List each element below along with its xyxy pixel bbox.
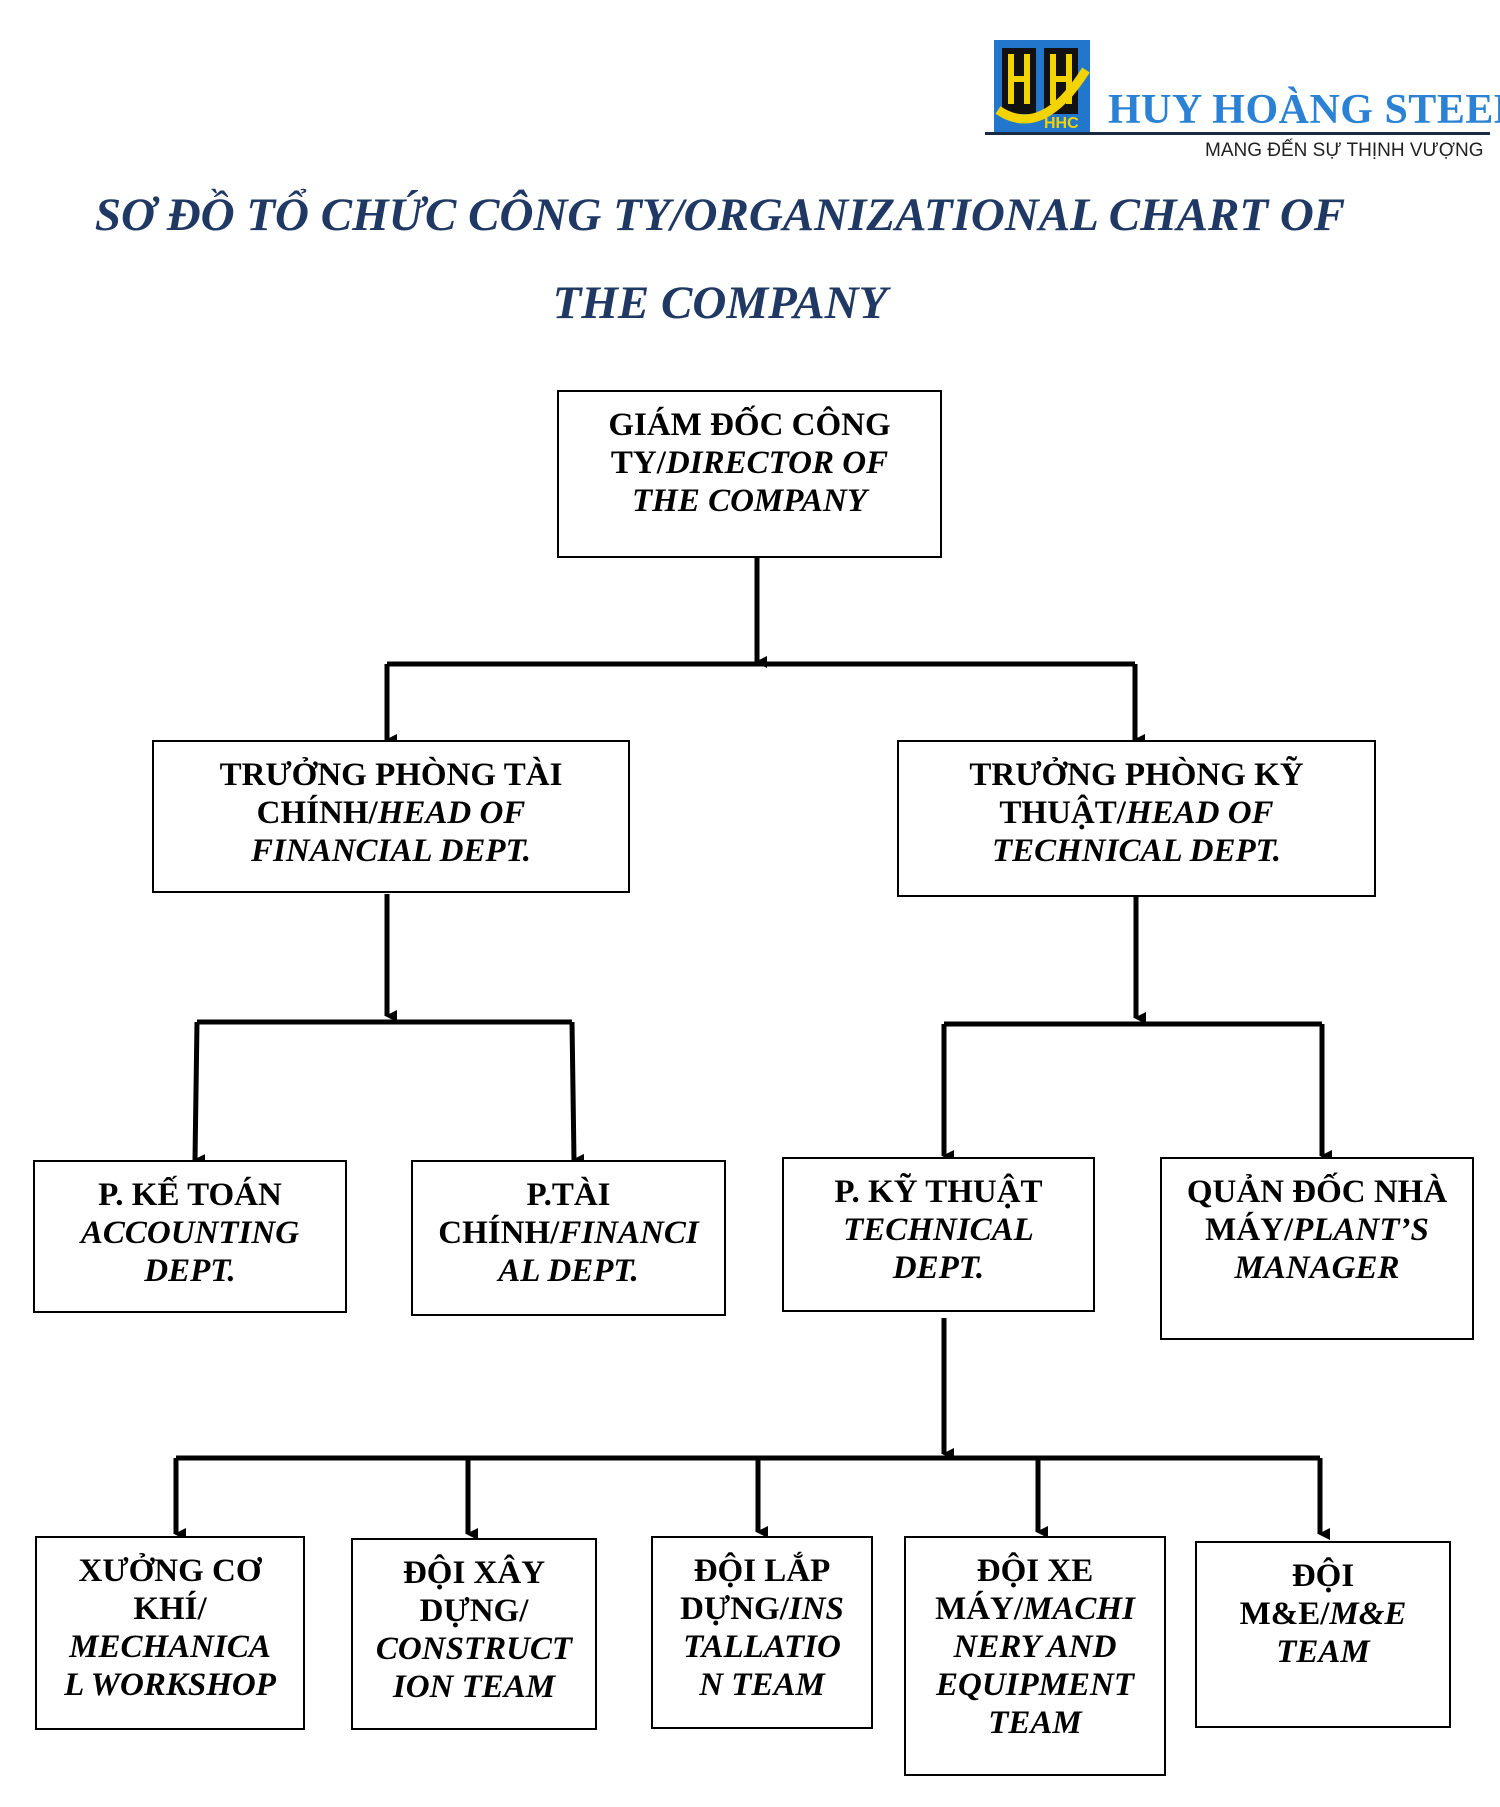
- construction-label-2: DỰNG/: [419, 1593, 529, 1629]
- tech-head-label-3: TECHNICAL DEPT.: [991, 833, 1282, 869]
- logo-graphic: HHC: [994, 40, 1090, 132]
- financial-label-2: CHÍNH/FINANCI: [438, 1215, 699, 1251]
- accounting-box: P. KẾ TOÁN ACCOUNTING DEPT.: [33, 1160, 347, 1313]
- edge-to-accounting: [192, 1021, 206, 1167]
- plant-label-2: MÁY/PLANT’S: [1205, 1212, 1429, 1248]
- technical-label-1: P. KỸ THUẬT: [834, 1174, 1043, 1210]
- plant-label-1: QUẢN ĐỐC NHÀ: [1186, 1174, 1448, 1210]
- machinery-label-3: NERY AND: [953, 1629, 1117, 1665]
- director-label-1: GIÁM ĐỐC CÔNG: [608, 407, 891, 443]
- technical-label-3: DEPT.: [892, 1250, 985, 1286]
- mechanical-workshop-box: XƯỞNG CƠ KHÍ/ MECHANICA L WORKSHOP: [35, 1536, 305, 1730]
- brand-tagline: MANG ĐẾN SỰ THỊNH VƯỢNG: [1205, 140, 1484, 161]
- financial-label-3: AL DEPT.: [498, 1253, 639, 1289]
- company-logo-icon: HHC: [994, 40, 1090, 132]
- me-team-box: ĐỘI M&E/M&E TEAM: [1195, 1541, 1451, 1728]
- construction-label-3: CONSTRUCT: [375, 1631, 573, 1667]
- director-label-2: TY/DIRECTOR OF: [610, 445, 889, 481]
- finance-head-label-2: CHÍNH/HEAD OF: [256, 795, 526, 831]
- me-team-label-1: ĐỘI: [1291, 1558, 1355, 1594]
- plant-label-3: MANAGER: [1234, 1250, 1400, 1286]
- financial-dept-box: P.TÀI CHÍNH/FINANCI AL DEPT.: [411, 1160, 726, 1316]
- page-title-line-2: THE COMPANY: [552, 277, 888, 329]
- me-team-label-3: TEAM: [1276, 1634, 1370, 1670]
- construction-label-4: ION TEAM: [392, 1669, 556, 1705]
- logo-letters: HHC: [1044, 115, 1079, 132]
- mechanical-label-1: XƯỞNG CƠ: [78, 1553, 262, 1589]
- accounting-label-2: ACCOUNTING: [80, 1215, 300, 1251]
- installation-label-4: N TEAM: [699, 1667, 825, 1703]
- accounting-label-3: DEPT.: [144, 1253, 236, 1289]
- page-title-line-1: SƠ ĐỒ TỔ CHỨC CÔNG TY/ORGANIZATIONAL CHA…: [94, 189, 1346, 241]
- finance-head-label-3: FINANCIAL DEPT.: [251, 833, 531, 869]
- installation-team-box: ĐỘI LẮP DỰNG/INS TALLATIO N TEAM: [651, 1536, 873, 1729]
- director-box: GIÁM ĐỐC CÔNG TY/DIRECTOR OF THE COMPANY: [557, 390, 942, 558]
- mechanical-label-2: KHÍ/: [133, 1591, 207, 1627]
- machinery-label-5: TEAM: [988, 1705, 1082, 1741]
- logo-underline: [985, 132, 1490, 135]
- financial-label-1: P.TÀI: [526, 1177, 611, 1213]
- machinery-label-4: EQUIPMENT: [935, 1667, 1135, 1703]
- machinery-team-box: ĐỘI XE MÁY/MACHI NERY AND EQUIPMENT TEAM: [904, 1536, 1166, 1776]
- technical-label-2: TECHNICAL: [843, 1212, 1034, 1248]
- machinery-label-2: MÁY/MACHI: [935, 1591, 1135, 1627]
- installation-label-3: TALLATIO: [683, 1629, 841, 1665]
- mechanical-label-4: L WORKSHOP: [64, 1667, 276, 1703]
- installation-label-2: DỰNG/INS: [680, 1591, 844, 1627]
- plant-manager-box: QUẢN ĐỐC NHÀ MÁY/PLANT’S MANAGER: [1160, 1157, 1474, 1340]
- mechanical-label-3: MECHANICA: [69, 1629, 271, 1665]
- accounting-label-1: P. KẾ TOÁN: [98, 1177, 282, 1213]
- director-label-3: THE COMPANY: [632, 483, 867, 519]
- me-team-label-2: M&E/M&E: [1239, 1596, 1407, 1632]
- installation-label-1: ĐỘI LẮP: [693, 1553, 831, 1589]
- finance-head-box: TRƯỞNG PHÒNG TÀI CHÍNH/HEAD OF FINANCIAL…: [152, 740, 630, 893]
- finance-head-label-1: TRƯỞNG PHÒNG TÀI: [219, 757, 563, 793]
- tech-head-label-2: THUẬT/HEAD OF: [999, 795, 1274, 831]
- construction-team-box: ĐỘI XÂY DỰNG/ CONSTRUCT ION TEAM: [351, 1538, 597, 1730]
- brand-name: HUY HOÀNG STEEL: [1108, 87, 1500, 133]
- tech-head-box: TRƯỞNG PHÒNG KỸ THUẬT/HEAD OF TECHNICAL …: [897, 740, 1376, 897]
- edge-to-financial: [569, 1021, 585, 1166]
- machinery-label-1: ĐỘI XE: [976, 1553, 1094, 1589]
- construction-label-1: ĐỘI XÂY: [402, 1555, 546, 1591]
- technical-dept-box: P. KỸ THUẬT TECHNICAL DEPT.: [782, 1157, 1095, 1312]
- tech-head-label-1: TRƯỞNG PHÒNG KỸ: [969, 757, 1304, 793]
